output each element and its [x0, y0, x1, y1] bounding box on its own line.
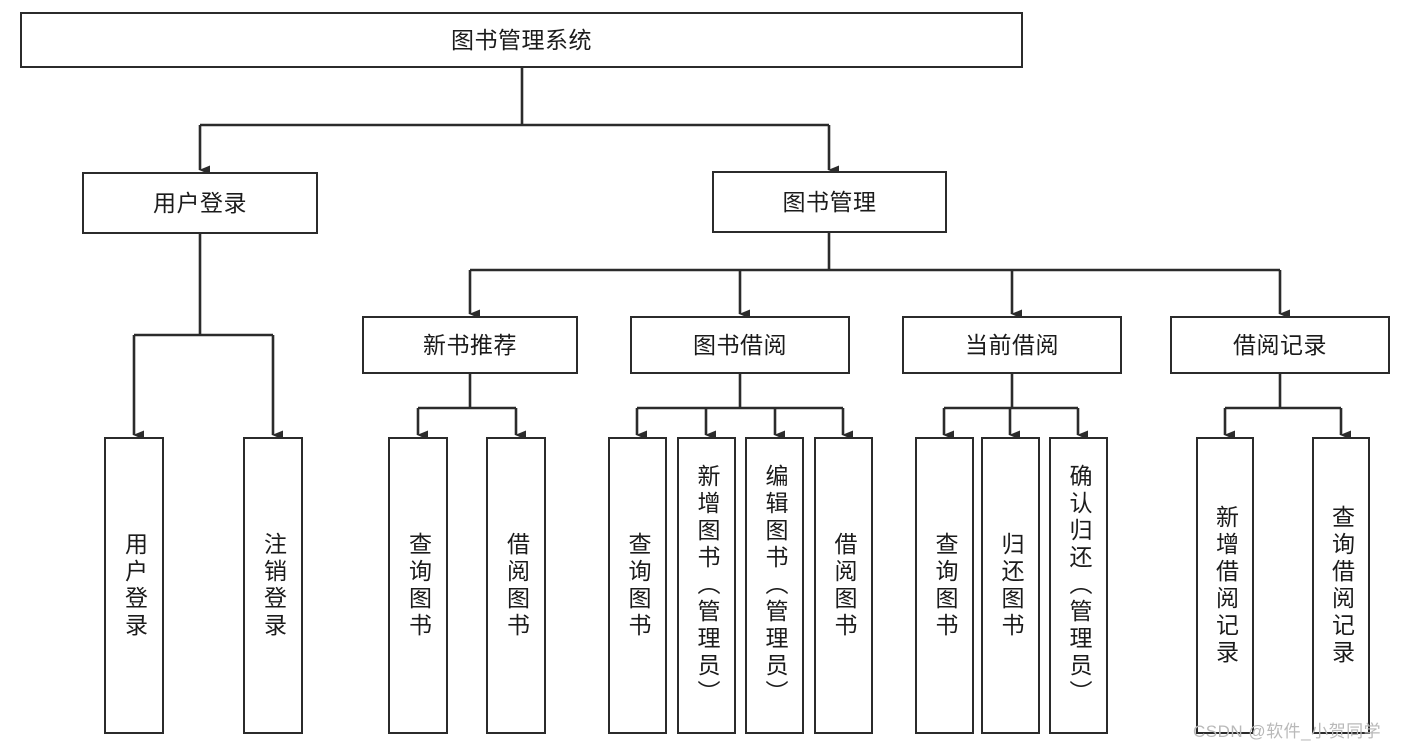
node-root[interactable]: 图书管理系统 [20, 12, 1023, 68]
node-leaf-9[interactable]: 查询图书 [915, 437, 974, 734]
node-newbook[interactable]: 新书推荐 [362, 316, 578, 374]
node-leaf-11[interactable]: 确认归还（管理员） [1049, 437, 1108, 734]
node-label: 查询借阅记录 [1328, 504, 1355, 667]
node-label: 查询图书 [405, 531, 432, 640]
node-label: 确认归还（管理员） [1066, 464, 1092, 707]
watermark: CSDN @软件_小贺同学 [1193, 722, 1382, 741]
node-borrow[interactable]: 图书借阅 [630, 316, 850, 374]
node-label: 用户登录 [121, 531, 148, 640]
node-label: 归还图书 [998, 531, 1024, 640]
node-leaf-7[interactable]: 编辑图书（管理员） [745, 437, 804, 734]
node-label: 借阅图书 [831, 531, 857, 640]
node-label: 当前借阅 [965, 331, 1059, 358]
node-leaf-1[interactable]: 用户登录 [104, 437, 164, 734]
node-label: 借阅记录 [1233, 331, 1327, 358]
node-leaf-5[interactable]: 查询图书 [608, 437, 667, 734]
node-label: 用户登录 [153, 189, 247, 216]
node-label: 查询图书 [625, 531, 651, 640]
node-label: 新增图书（管理员） [694, 464, 720, 707]
node-label: 图书借阅 [693, 331, 787, 358]
node-label: 编辑图书（管理员） [762, 464, 788, 707]
node-label: 新书推荐 [423, 331, 517, 358]
node-label: 借阅图书 [503, 531, 530, 640]
node-leaf-2[interactable]: 注销登录 [243, 437, 303, 734]
node-records[interactable]: 借阅记录 [1170, 316, 1390, 374]
node-label: 图书管理 [782, 188, 877, 215]
node-login[interactable]: 用户登录 [82, 172, 318, 234]
node-leaf-10[interactable]: 归还图书 [981, 437, 1040, 734]
node-bookmgmt[interactable]: 图书管理 [712, 171, 947, 233]
node-label: 新增借阅记录 [1212, 504, 1239, 667]
node-leaf-13[interactable]: 查询借阅记录 [1312, 437, 1370, 734]
node-current[interactable]: 当前借阅 [902, 316, 1122, 374]
node-leaf-8[interactable]: 借阅图书 [814, 437, 873, 734]
node-label: 图书管理系统 [451, 26, 592, 53]
node-label: 查询图书 [932, 531, 958, 640]
node-leaf-4[interactable]: 借阅图书 [486, 437, 546, 734]
node-leaf-3[interactable]: 查询图书 [388, 437, 448, 734]
node-leaf-12[interactable]: 新增借阅记录 [1196, 437, 1254, 734]
node-label: 注销登录 [260, 531, 287, 640]
node-leaf-6[interactable]: 新增图书（管理员） [677, 437, 736, 734]
edges [132, 68, 1351, 440]
